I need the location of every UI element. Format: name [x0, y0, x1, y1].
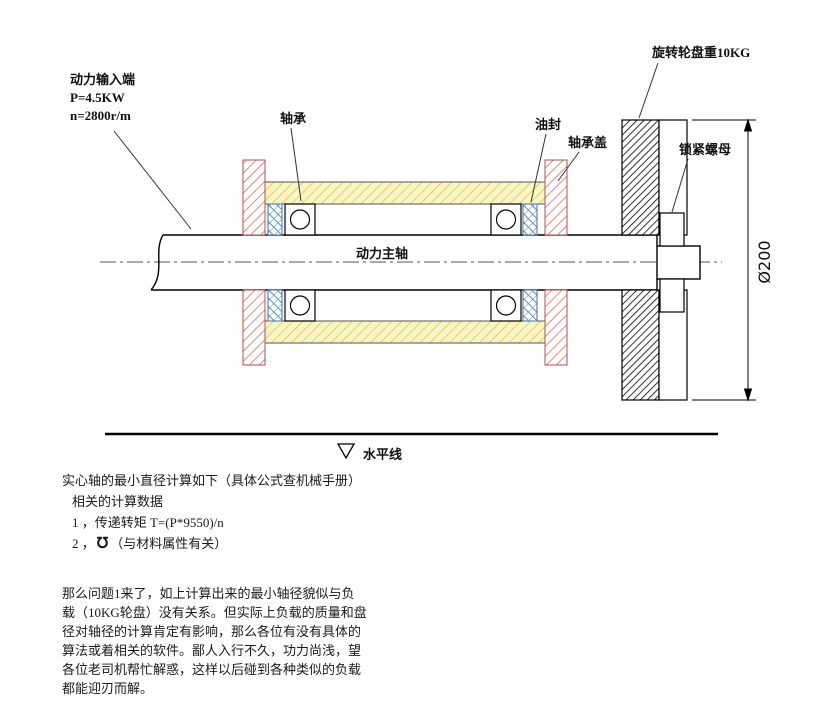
dim-arrow-bottom — [743, 388, 753, 402]
leader-power-input — [113, 130, 192, 230]
diameter-dim-text: Ø200 — [755, 240, 774, 283]
oil-seal-top-right — [522, 203, 538, 236]
oil-seal-bottom-right — [522, 289, 538, 322]
paragraph-line: 那么问题1来了，如上计算出来的最小轴径貌似与负 — [62, 586, 355, 601]
bearing-top-left — [284, 203, 316, 236]
bearing-bottom-right — [490, 289, 522, 322]
power-input-label-line1: 动力输入端 — [70, 72, 135, 87]
disc-top — [621, 119, 660, 236]
leader-lock-nut — [671, 158, 689, 213]
flange-left-top — [242, 159, 266, 236]
lock-nut-top — [659, 212, 685, 247]
main-shaft-label: 动力主轴 — [356, 246, 408, 261]
leader-bearing-cover — [557, 151, 580, 182]
bearing-label: 轴承 — [280, 111, 306, 126]
bearing-top-right — [490, 203, 522, 236]
lock-nut — [659, 212, 685, 313]
power-input-label-line3: n=2800r/m — [70, 108, 131, 123]
lock-nut-label: 锁紧螺母 — [679, 142, 731, 157]
paragraph-line: 各位老司机帮忙解惑，这样以后碰到各种类似的负载 — [62, 662, 362, 677]
technical-drawing: 动力输入端 P=4.5KW n=2800r/m 轴承 油封 轴承盖 旋转轮盘重1… — [70, 45, 774, 460]
flange-left-bottom — [242, 289, 266, 366]
oil-seal-label: 油封 — [535, 117, 561, 132]
note-line-2: 相关的计算数据 — [72, 494, 164, 509]
note-line-4: 2 ，℧（与材料属性有关） — [72, 533, 227, 553]
bearings — [284, 203, 522, 322]
oil-seals — [267, 203, 538, 322]
leader-lines — [113, 62, 689, 230]
flange-right-top — [544, 159, 568, 236]
paragraph-line: 径对轴径的计算肯定有影响，那么各位有没有具体的 — [62, 624, 362, 639]
disc-bottom — [621, 289, 660, 401]
wheel-weight-label: 旋转轮盘重10KG — [651, 45, 750, 60]
dim-arrow-top — [743, 118, 753, 132]
bearing-bottom-left — [284, 289, 316, 322]
question-paragraph: 那么问题1来了，如上计算出来的最小轴径貌似与负 载（10KG轮盘）没有关系。但实… — [62, 584, 422, 698]
horizontal-line-label: 水平线 — [363, 447, 402, 460]
leader-oil-seal — [530, 133, 547, 203]
note-line-1: 实心轴的最小直径计算如下（具体公式查机械手册） — [62, 473, 362, 488]
shaft-break-line — [150, 234, 164, 291]
paragraph-line: 算法或着相关的软件。鄙人入行不久，功力尚浅，望 — [62, 643, 362, 658]
power-input-label-line2: P=4.5KW — [70, 90, 125, 105]
bearing-covers — [242, 159, 568, 366]
leader-bearing — [290, 127, 302, 202]
shear-stress-symbol: ℧ — [96, 536, 109, 552]
leader-wheel — [638, 62, 659, 119]
paragraph-line: 都能迎刃而解。 — [62, 681, 154, 696]
oil-seal-top-left — [267, 203, 283, 236]
note-item2-prefix: 2 ， — [72, 536, 95, 551]
note-item2-suffix: （与材料属性有关） — [110, 536, 228, 551]
flange-right-bottom — [544, 289, 568, 366]
lock-nut-bottom — [659, 278, 685, 313]
dimension-diameter — [692, 118, 756, 402]
bearing-cover-label: 轴承盖 — [568, 135, 607, 150]
oil-seal-bottom-left — [267, 289, 283, 322]
paragraph-line: 载（10KG轮盘）没有关系。但实际上负载的质量和盘 — [62, 605, 367, 620]
level-triangle-icon — [336, 443, 356, 460]
note-line-3: 1 ，传递转矩 T=(P*9550)/n — [72, 515, 224, 530]
